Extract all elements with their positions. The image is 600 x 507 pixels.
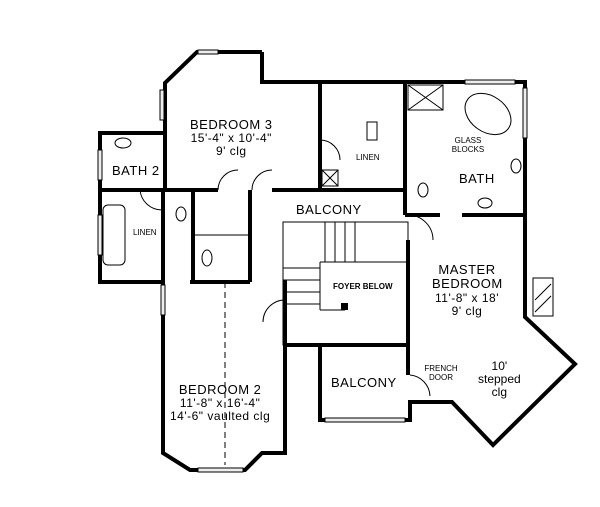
sink [510, 158, 522, 174]
toilet [175, 206, 187, 222]
sink [477, 197, 493, 209]
bath-label: BATH [459, 171, 495, 186]
linen-shelf [366, 121, 378, 141]
windows [97, 49, 528, 473]
bedroom3-label: BEDROOM 3 15'-4" x 10'-4" 9' clg [190, 117, 273, 159]
door-swings [139, 139, 434, 397]
bedroom2-label: BEDROOM 2 11'-8" x 16'-4" 14'-6" vaulted… [170, 382, 271, 424]
balcony-upper-label: BALCONY [296, 202, 362, 217]
shower [407, 84, 444, 111]
stepped-ceiling-label: 10' stepped clg [478, 359, 521, 400]
tub [464, 92, 512, 136]
toilet [417, 182, 429, 198]
balcony-lower-label: BALCONY [331, 375, 397, 390]
bathtub [102, 204, 126, 266]
master-bedroom-label: MASTER BEDROOM 11'-8" x 18' 9' clg [432, 262, 503, 318]
bath2-label: BATH 2 [112, 163, 160, 178]
newel-post [341, 303, 348, 310]
chase [321, 169, 339, 187]
linen-left-label: LINEN [133, 228, 157, 237]
glass-blocks-label: GLASS BLOCKS [451, 136, 485, 154]
linen-top-label: LINEN [356, 153, 380, 162]
sink [114, 137, 132, 149]
sink [201, 249, 213, 267]
french-door-label: FRENCH DOOR [424, 364, 458, 382]
stair-treads [283, 222, 408, 311]
foyer-below-label: FOYER BELOW [333, 282, 393, 291]
interior-wall [272, 82, 322, 192]
